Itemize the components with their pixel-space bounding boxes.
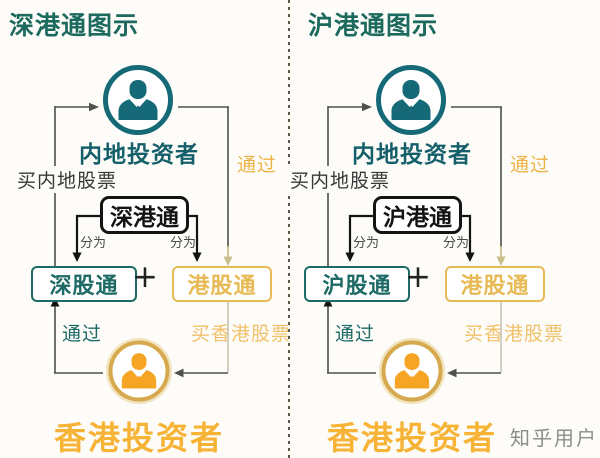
- panel-title: 深港通图示: [9, 11, 140, 40]
- split-label-right: 分为: [170, 236, 197, 251]
- hk-investor-label: 香港投资者: [53, 419, 224, 457]
- buy-hk-stock-label: 买香港股票: [191, 323, 292, 345]
- plus-sign: +: [405, 259, 431, 295]
- split-label-left: 分为: [353, 236, 380, 251]
- buy-mainland-stock-label: 买内地股票: [288, 166, 393, 193]
- mainland-investor-label: 内地投资者: [79, 142, 199, 168]
- hk-investor-icon: [379, 338, 445, 404]
- mainland-investor-label: 内地投资者: [352, 142, 472, 168]
- connect-scheme-box: 深港通: [100, 196, 189, 234]
- northbound-link-box: 沪股通: [304, 266, 410, 302]
- via-label-right: 通过: [237, 154, 278, 176]
- panel-title: 沪港通图示: [308, 11, 439, 40]
- shanghai-connect-panel: 沪港通图示 内地投资者 买内地股票 通过 沪港通 分为 分为 沪股通 + 港股通…: [273, 0, 600, 458]
- mainland-investor-icon: [376, 65, 446, 135]
- hk-investor-label: 香港投资者: [326, 419, 497, 457]
- split-label-right: 分为: [443, 236, 470, 251]
- via-label-left: 通过: [335, 323, 376, 345]
- connect-scheme-box: 沪港通: [373, 196, 462, 234]
- shenzhen-connect-panel: 深港通图示 内地投资者 买内地股票 通过 深港通 分为 分为 深股通 + 港股通…: [0, 0, 290, 458]
- southbound-link-box: 港股通: [172, 266, 272, 302]
- mainland-investor-icon: [103, 65, 173, 135]
- zhihu-user-watermark: 知乎用户: [510, 426, 598, 450]
- via-label-left: 通过: [62, 323, 103, 345]
- plus-sign: +: [132, 259, 158, 295]
- northbound-link-box: 深股通: [31, 266, 137, 302]
- panel-divider-dashed-line: [288, 0, 290, 458]
- via-label-right: 通过: [510, 154, 551, 176]
- hk-investor-icon: [106, 338, 172, 404]
- buy-mainland-stock-label: 买内地股票: [15, 166, 120, 193]
- split-label-left: 分为: [80, 236, 107, 251]
- southbound-link-box: 港股通: [445, 266, 545, 302]
- buy-hk-stock-label: 买香港股票: [464, 323, 565, 345]
